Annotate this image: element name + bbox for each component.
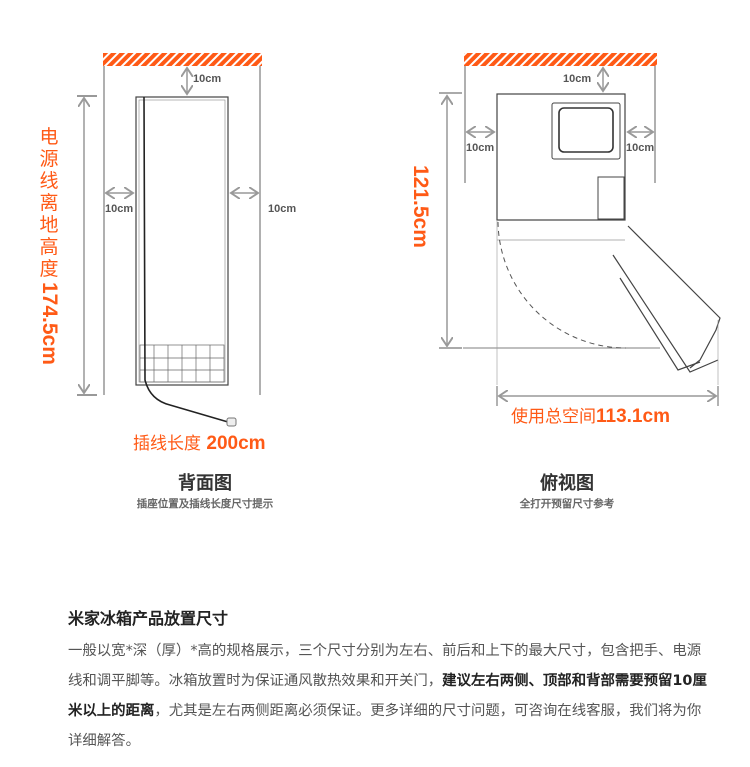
back-view-subtitle: 插座位置及插线长度尺寸提示 [136, 498, 274, 510]
cord-length-caption: 插线长度 200cm [133, 433, 266, 454]
depth-value: 121.5cm [409, 165, 432, 248]
wall-hatch [103, 53, 262, 66]
top-right-clearance: 10cm [626, 142, 655, 154]
back-right-clearance: 10cm [268, 203, 297, 215]
wall-hatch [464, 53, 657, 66]
top-left-clearance: 10cm [466, 142, 495, 154]
fridge-back [135, 96, 229, 386]
power-cord [143, 96, 229, 423]
back-view-title: 背面图 [178, 473, 232, 494]
cord-height-value: 174.5cm [38, 282, 61, 365]
top-top-clearance: 10cm [563, 73, 592, 85]
open-door [612, 225, 721, 373]
fridge-top [496, 93, 626, 221]
door-swing-arc [497, 221, 627, 349]
cord-height-label: 电源线离地高度 174.5cm [38, 126, 61, 365]
compressor-vent [139, 344, 225, 383]
back-left-clearance: 10cm [105, 203, 134, 215]
top-view-subtitle: 全打开预留尺寸参考 [519, 498, 615, 510]
plug-icon [226, 417, 237, 427]
top-view-diagram [439, 53, 721, 406]
section-heading: 米家冰箱产品放置尺寸 [68, 609, 229, 628]
back-top-clearance: 10cm [193, 73, 222, 85]
placement-diagrams [77, 53, 721, 427]
section-paragraph: 一般以宽*深（厚）*高的规格展示，三个尺寸分别为左右、前后和上下的最大尺寸，包含… [68, 643, 707, 749]
top-view-title: 俯视图 [540, 473, 594, 494]
total-space-caption: 使用总空间113.1cm [511, 406, 670, 427]
back-view-diagram [77, 53, 262, 427]
